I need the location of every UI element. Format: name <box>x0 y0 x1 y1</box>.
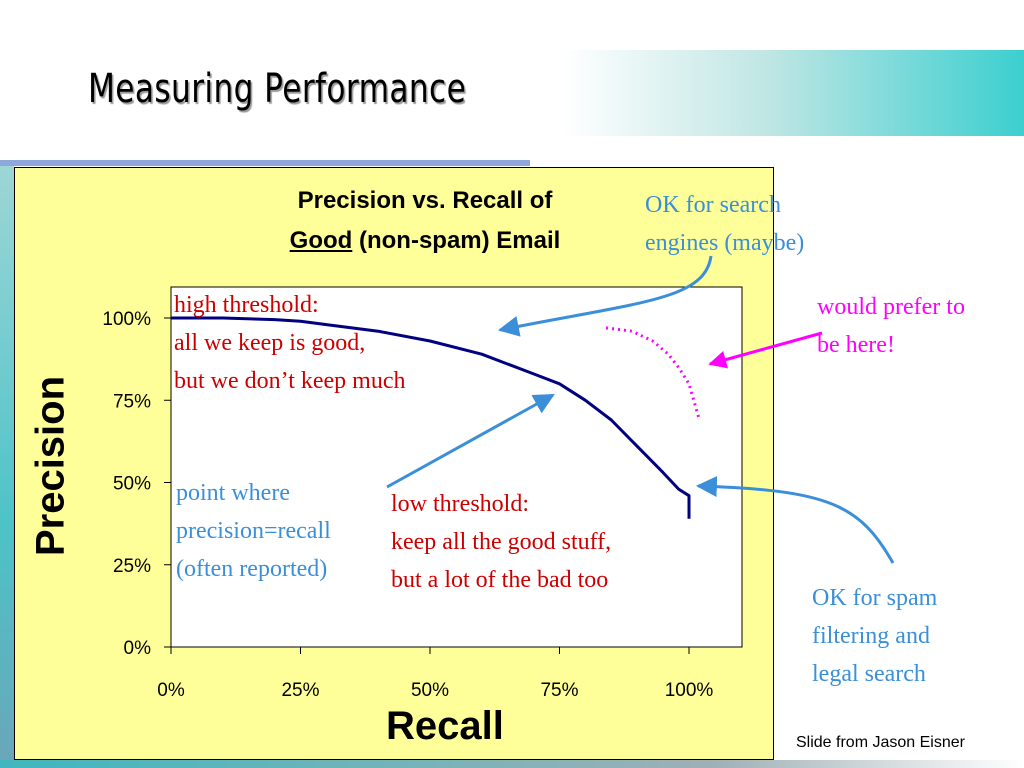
note-line: point where <box>176 480 290 506</box>
note-line: engines (maybe) <box>645 230 805 256</box>
note-line: all we keep is good, <box>174 330 366 356</box>
note-line: keep all the good stuff, <box>391 529 612 555</box>
x-tick-label: 25% <box>281 680 319 701</box>
x-tick-label: 50% <box>411 680 449 701</box>
slide-credit: Slide from Jason Eisner <box>796 734 965 751</box>
arrow-ok-search <box>497 255 713 337</box>
title-rule <box>0 160 530 166</box>
note-line: precision=recall <box>176 518 331 544</box>
y-tick-label: 100% <box>102 309 151 330</box>
y-tick-label: 75% <box>113 391 151 412</box>
x-axis: 0% 25% 50% 75% 100% <box>157 647 713 701</box>
arrow-would-prefer <box>708 331 823 369</box>
y-axis: 0% 25% 50% 75% 100% <box>102 309 171 659</box>
title-band <box>0 50 1024 136</box>
x-tick-label: 75% <box>540 680 578 701</box>
note-point-where: point where precision=recall (often repo… <box>176 474 331 588</box>
note-line: but we don’t keep much <box>174 368 406 394</box>
chart-title-rest: (non-spam) Email <box>352 227 561 254</box>
x-axis-title: Recall <box>386 704 504 748</box>
precision-recall-curve <box>171 316 691 519</box>
note-would-prefer: would prefer to be here! <box>817 288 965 364</box>
slide-title: Measuring Performance <box>88 66 467 112</box>
y-tick-label: 50% <box>113 474 151 495</box>
note-line: be here! <box>817 332 895 358</box>
note-ok-spam: OK for spam filtering and legal search <box>812 579 937 693</box>
x-tick-label: 0% <box>157 680 185 701</box>
bottom-bar <box>0 760 1024 768</box>
note-line: OK for spam <box>812 585 938 611</box>
note-line: but a lot of the bad too <box>391 567 609 593</box>
note-line: high threshold: <box>174 292 319 318</box>
note-ok-search: OK for search engines (maybe) <box>645 186 804 262</box>
note-low-threshold: low threshold: keep all the good stuff, … <box>391 485 611 599</box>
note-high-threshold: high threshold: all we keep is good, but… <box>174 286 406 400</box>
arrow-ok-spam <box>695 476 895 564</box>
note-line: filtering and <box>812 623 930 649</box>
y-tick-label: 25% <box>113 556 151 577</box>
note-line: low threshold: <box>391 491 529 517</box>
arrow-point-where <box>386 393 555 489</box>
x-tick-label: 100% <box>665 680 714 701</box>
chart-title-line1: Precision vs. Recall of <box>297 187 553 214</box>
note-line: (often reported) <box>176 556 328 582</box>
note-line: would prefer to <box>817 294 965 320</box>
chart-title-underlined: Good <box>289 227 353 254</box>
note-line: OK for search <box>645 192 781 218</box>
y-tick-label: 0% <box>124 638 152 659</box>
note-line: legal search <box>812 661 926 687</box>
left-stripe <box>0 160 14 768</box>
chart-title-line2: Good (non-spam) Email <box>165 227 685 255</box>
